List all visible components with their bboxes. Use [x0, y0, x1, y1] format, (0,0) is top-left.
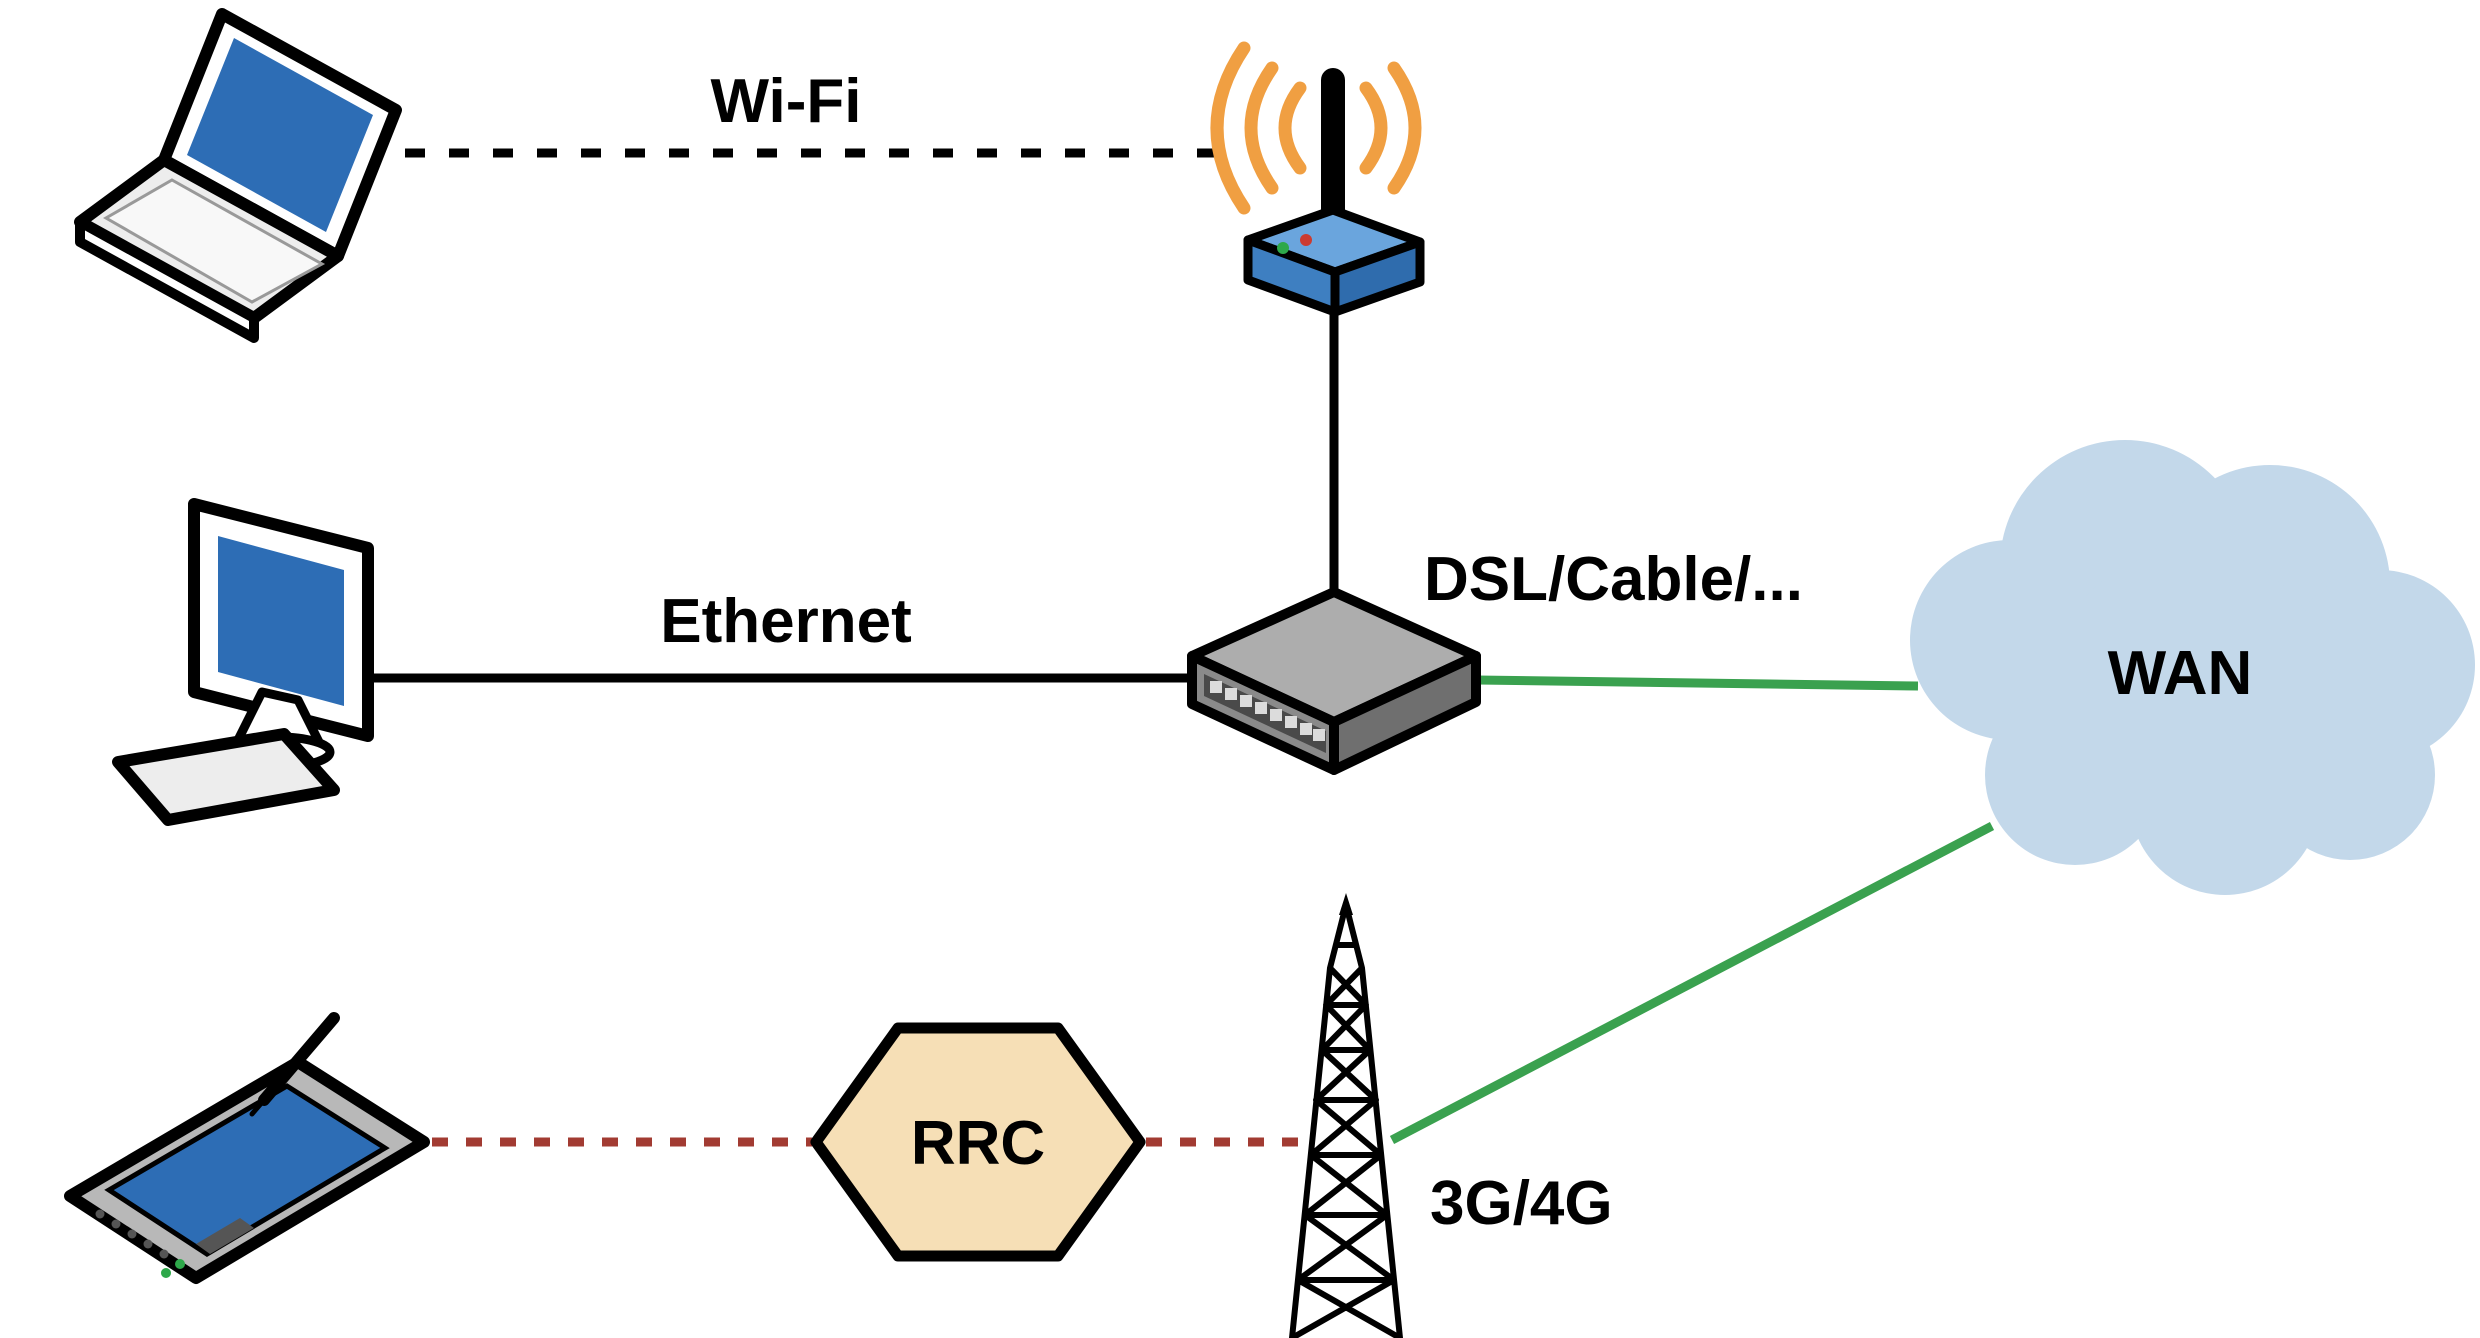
laptop-keyboard: [102, 178, 326, 304]
rrc-hexagon: [810, 1022, 1146, 1262]
rrc-label: RRC: [911, 1109, 1045, 1178]
stylus-icon: [249, 1012, 340, 1117]
switch-side-face: [1329, 651, 1481, 775]
tablet-buttons: [95, 1209, 169, 1259]
tower-lattice: [1289, 902, 1403, 1338]
switch-ports: [1210, 681, 1325, 741]
dsl-link: [1476, 675, 1919, 691]
desktop-keyboard: [112, 728, 340, 826]
switch-icon: [1187, 587, 1481, 775]
wan-cloud-icon: [1910, 440, 2475, 895]
router-led-green: [1277, 242, 1289, 254]
laptop-icon: [74, 8, 402, 343]
desktop-icon: [112, 498, 374, 826]
cell-tower-icon: [1289, 893, 1403, 1338]
tablet-side-button: [196, 1218, 254, 1254]
wifi-router-icon: [1210, 41, 1425, 317]
tablet-screen: [104, 1083, 390, 1257]
tablet-leds: [161, 1259, 185, 1278]
wan-label: WAN: [2108, 639, 2253, 708]
tablet-icon: [64, 1012, 430, 1284]
router-led-red: [1300, 234, 1312, 246]
rrc-node: RRC: [810, 1022, 1146, 1262]
wifi-waves-icon: [1210, 41, 1422, 215]
dsl-label: DSL/Cable/...: [1424, 545, 1803, 614]
laptop-base-edge: [75, 217, 259, 343]
router-side-face: [1330, 237, 1425, 317]
laptop-screen: [187, 38, 373, 232]
tower-tip: [1339, 893, 1353, 915]
wan-tower-link: [1389, 822, 1995, 1144]
monitor-screen: [218, 536, 344, 706]
wifi-label: Wi-Fi: [711, 67, 862, 136]
ethernet-label: Ethernet: [660, 587, 911, 656]
cellular-label: 3G/4G: [1430, 1169, 1613, 1238]
